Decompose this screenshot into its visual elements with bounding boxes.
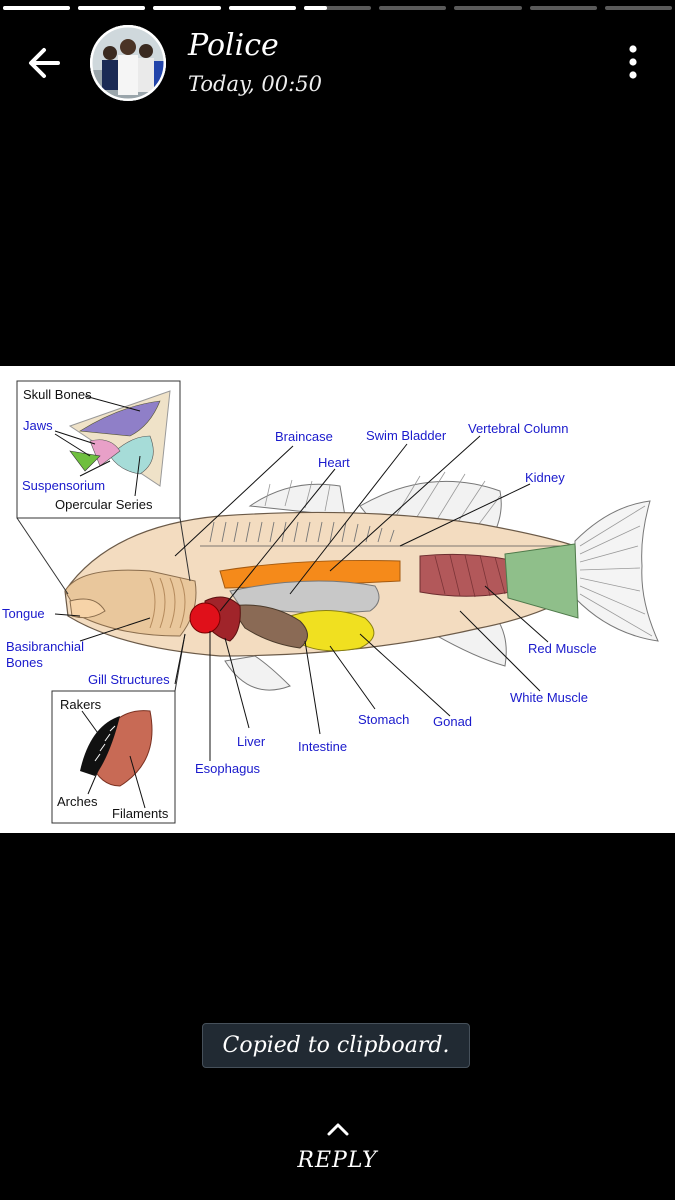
label-braincase: Braincase bbox=[275, 429, 333, 444]
story-segment bbox=[604, 6, 672, 10]
story-segment-fill bbox=[3, 6, 71, 10]
story-segment bbox=[379, 6, 447, 10]
story-timestamp: Today, 00:50 bbox=[188, 72, 322, 96]
label-skull-bones: Skull Bones bbox=[23, 387, 92, 402]
toast-message: Copied to clipboard. bbox=[202, 1023, 470, 1068]
label-heart: Heart bbox=[318, 455, 350, 470]
label-jaws: Jaws bbox=[23, 418, 53, 433]
label-basibranchial: Basibranchial bbox=[6, 639, 84, 654]
label-suspensorium: Suspensorium bbox=[22, 478, 105, 493]
label-esophagus: Esophagus bbox=[195, 761, 261, 776]
story-image: Skull Bones Jaws Suspensorium Opercular … bbox=[0, 366, 675, 833]
label-bones: Bones bbox=[6, 655, 43, 670]
label-tongue: Tongue bbox=[2, 606, 45, 621]
avatar[interactable] bbox=[90, 25, 166, 101]
label-filaments: Filaments bbox=[112, 806, 169, 821]
label-red-muscle: Red Muscle bbox=[528, 641, 597, 656]
label-kidney: Kidney bbox=[525, 470, 565, 485]
label-intestine: Intestine bbox=[298, 739, 347, 754]
reply-label: REPLY bbox=[297, 1148, 378, 1173]
label-white-muscle: White Muscle bbox=[510, 690, 588, 705]
contact-name: Police bbox=[188, 28, 279, 63]
label-rakers: Rakers bbox=[60, 697, 102, 712]
story-segment-fill bbox=[153, 6, 221, 10]
more-vertical-icon[interactable] bbox=[618, 44, 648, 84]
story-progress-bar bbox=[0, 6, 675, 10]
story-segment-fill bbox=[303, 6, 328, 10]
label-liver: Liver bbox=[237, 734, 266, 749]
label-vertebral-column: Vertebral Column bbox=[468, 421, 568, 436]
label-gonad: Gonad bbox=[433, 714, 472, 729]
story-segment-fill bbox=[228, 6, 296, 10]
label-arches: Arches bbox=[57, 794, 98, 809]
fish-anatomy-diagram: Skull Bones Jaws Suspensorium Opercular … bbox=[2, 380, 659, 824]
label-swim-bladder: Swim Bladder bbox=[366, 428, 447, 443]
story-segment bbox=[454, 6, 522, 10]
story-segment-fill bbox=[78, 6, 146, 10]
story-segment bbox=[529, 6, 597, 10]
reply-button[interactable]: REPLY bbox=[0, 1120, 675, 1173]
avatar-photo bbox=[90, 25, 166, 101]
story-segment bbox=[303, 6, 372, 10]
label-stomach: Stomach bbox=[358, 712, 409, 727]
label-opercular-series: Opercular Series bbox=[55, 497, 153, 512]
arrow-left-icon[interactable] bbox=[22, 40, 68, 86]
chevron-up-icon bbox=[327, 1123, 348, 1136]
label-gill-structures: Gill Structures bbox=[88, 672, 170, 687]
